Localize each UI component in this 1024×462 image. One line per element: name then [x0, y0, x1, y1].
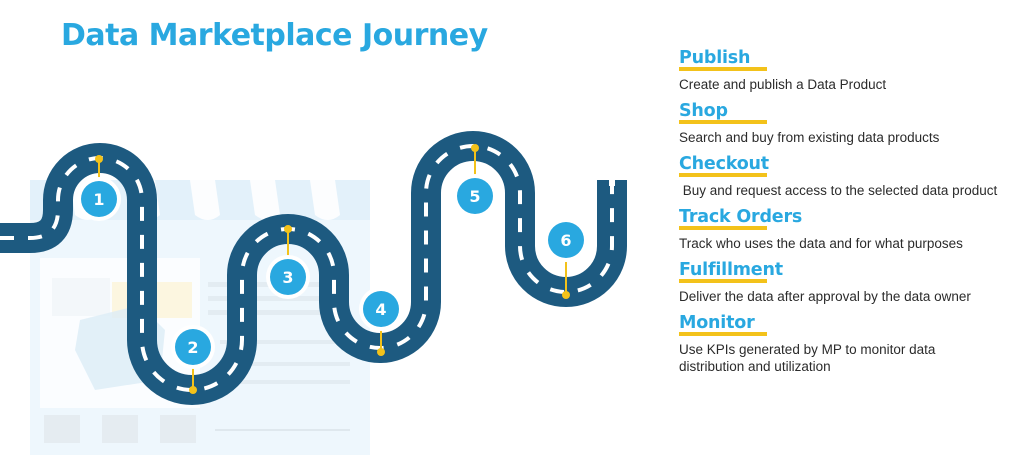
- svg-text:4: 4: [375, 300, 386, 319]
- step-description: Create and publish a Data Product: [679, 77, 887, 92]
- road-journey-illustration: 1 2 3 4 5 6: [0, 131, 627, 455]
- title-underline: [679, 120, 767, 124]
- step-title: Track Orders: [679, 207, 803, 227]
- step-description: Search and buy from existing data produc…: [679, 130, 940, 145]
- step-description: Track who uses the data and for what pur…: [679, 236, 963, 251]
- title-underline: [679, 173, 767, 177]
- step-title: Monitor: [679, 313, 755, 333]
- page-title: Data Marketplace Journey: [61, 18, 488, 53]
- milestone-5: 5: [453, 144, 497, 218]
- step-description: Buy and request access to the selected d…: [679, 183, 998, 198]
- milestone-3: 3: [266, 225, 310, 299]
- step-track-orders: Track Orders Track who uses the data and…: [679, 205, 1019, 252]
- journey-steps-list: Publish Create and publish a Data Produc…: [679, 46, 1019, 375]
- step-description: Deliver the data after approval by the d…: [679, 289, 971, 304]
- step-checkout: Checkout Buy and request access to the s…: [679, 152, 1019, 199]
- step-title: Publish: [679, 48, 751, 68]
- svg-text:3: 3: [282, 268, 293, 287]
- step-description: Use KPIs generated by MP to monitor data…: [679, 342, 936, 374]
- step-title: Fulfillment: [679, 260, 783, 280]
- milestone-4: 4: [359, 287, 403, 356]
- svg-text:6: 6: [560, 231, 571, 250]
- milestone-2: 2: [171, 325, 215, 394]
- title-underline: [679, 67, 767, 71]
- step-monitor: Monitor Use KPIs generated by MP to moni…: [679, 311, 1019, 375]
- step-title: Shop: [679, 101, 728, 121]
- milestone-6: 6: [544, 218, 588, 299]
- svg-text:2: 2: [187, 338, 198, 357]
- step-title: Checkout: [679, 154, 769, 174]
- step-publish: Publish Create and publish a Data Produc…: [679, 46, 1019, 93]
- storefront-background: [30, 180, 370, 455]
- svg-text:1: 1: [93, 190, 104, 209]
- step-shop: Shop Search and buy from existing data p…: [679, 99, 1019, 146]
- step-fulfillment: Fulfillment Deliver the data after appro…: [679, 258, 1019, 305]
- road-lane-markings: [0, 144, 614, 392]
- title-underline: [679, 332, 767, 336]
- title-underline: [679, 226, 767, 230]
- svg-text:5: 5: [469, 187, 480, 206]
- title-underline: [679, 279, 767, 283]
- milestone-1: 1: [77, 155, 121, 221]
